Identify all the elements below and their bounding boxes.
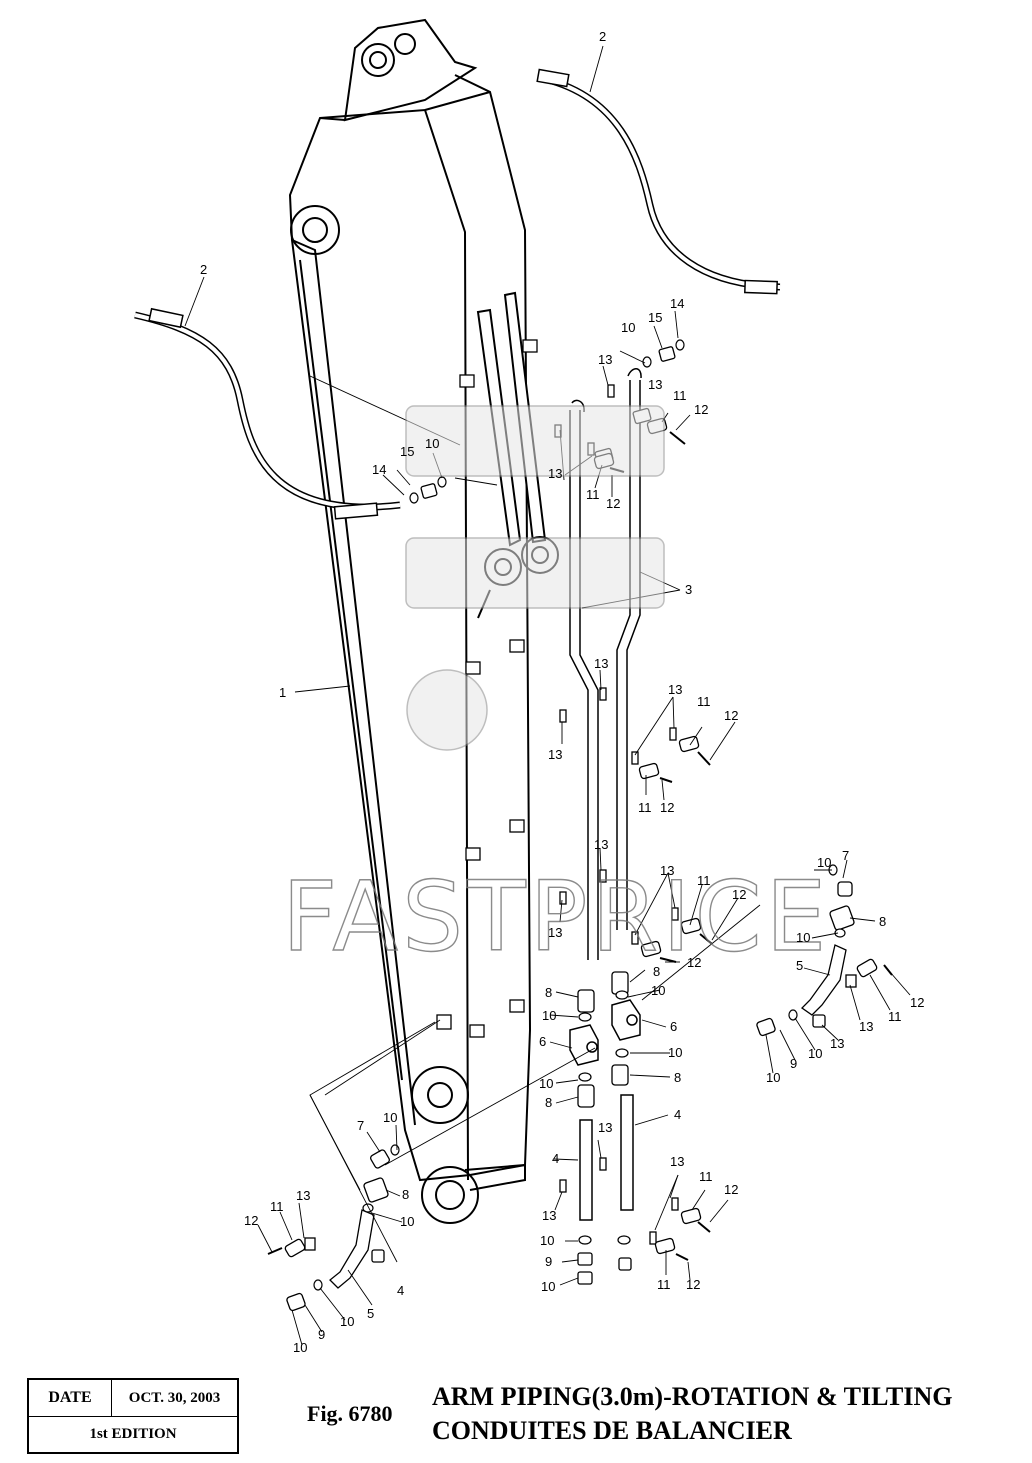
callout-12: 11	[697, 873, 711, 888]
callout-11: 10	[539, 1076, 553, 1091]
callout-12: 11	[673, 388, 687, 403]
callout-9: 9	[318, 1327, 325, 1342]
callout-1: 1	[279, 685, 286, 700]
callouts: 2 2 1 3 10 15 14 13 13 11 12 13 11 12 10…	[200, 29, 924, 1355]
figure-title-en: ARM PIPING(3.0m)-ROTATION & TILTING	[432, 1382, 953, 1411]
callout-9: 9	[790, 1056, 797, 1071]
callout-14: 13	[594, 656, 608, 671]
callout-5: 5	[367, 1306, 374, 1321]
callout-6: 6	[539, 1034, 546, 1049]
callout-13: 12	[694, 402, 708, 417]
callout-2-top: 2	[599, 29, 606, 44]
callout-16: 15	[400, 444, 414, 459]
figure-number: Fig. 6780	[307, 1401, 393, 1426]
figure-title-fr: CONDUITES DE BALANCIER	[432, 1416, 792, 1445]
callout-14: 13	[594, 837, 608, 852]
callout-14: 13	[598, 1120, 612, 1135]
callout-4: 4	[674, 1107, 681, 1122]
callout-2-left: 2	[200, 262, 207, 277]
callout-12: 11	[697, 694, 711, 709]
callout-8: 8	[545, 1095, 552, 1110]
callout-12: 11	[270, 1199, 284, 1214]
date-value: OCT. 30, 2003	[112, 1380, 237, 1417]
callout-6: 6	[670, 1019, 677, 1034]
callout-4: 4	[552, 1151, 559, 1166]
callout-13: 12	[606, 496, 620, 511]
date-label: DATE	[29, 1380, 112, 1417]
edition-label: 1st EDITION	[89, 1426, 177, 1442]
watermark: FASTPRICE	[282, 861, 830, 973]
callout-8: 8	[879, 914, 886, 929]
callout-11: 10	[340, 1314, 354, 1329]
callout-7: 7	[842, 848, 849, 863]
callout-10: 10	[293, 1340, 307, 1355]
callout-11: 10	[542, 1008, 556, 1023]
callout-11: 10	[668, 1045, 682, 1060]
callout-14: 13	[548, 925, 562, 940]
callout-12: 11	[586, 487, 600, 502]
callout-11: 10	[651, 983, 665, 998]
callout-14: 13	[830, 1036, 844, 1051]
callout-11: 10	[817, 855, 831, 870]
leader-lines	[184, 45, 911, 1346]
callout-13: 12	[660, 800, 674, 815]
callout-14: 13	[660, 863, 674, 878]
callout-12: 11	[699, 1169, 713, 1184]
callout-5: 5	[796, 958, 803, 973]
callout-14: 13	[859, 1019, 873, 1034]
callout-12: 11	[657, 1277, 671, 1292]
callout-4: 4	[397, 1283, 404, 1298]
callout-15: 14	[670, 296, 684, 311]
callout-13: 12	[244, 1213, 258, 1228]
callout-10: 10	[541, 1279, 555, 1294]
tubes	[569, 368, 642, 960]
callout-11: 10	[383, 1110, 397, 1125]
callout-12: 11	[888, 1009, 902, 1024]
callout-13: 12	[724, 708, 738, 723]
callout-14: 13	[542, 1208, 556, 1223]
callout-8: 8	[545, 985, 552, 1000]
block	[569, 999, 641, 1066]
callout-3: 3	[685, 582, 692, 597]
callout-11: 10	[400, 1214, 414, 1229]
callout-11: 10	[808, 1046, 822, 1061]
hose-top	[536, 68, 781, 295]
edition-table: DATE OCT. 30, 2003 1st EDITION	[27, 1378, 239, 1454]
callout-14: 13	[668, 682, 682, 697]
callout-13: 12	[687, 955, 701, 970]
callout-13: 12	[686, 1277, 700, 1292]
callout-13: 12	[910, 995, 924, 1010]
arm-body	[288, 18, 559, 1224]
callout-8: 8	[402, 1187, 409, 1202]
callout-7: 7	[357, 1118, 364, 1133]
callout-14: 13	[548, 747, 562, 762]
callout-11: 10	[621, 320, 635, 335]
callout-11: 10	[540, 1233, 554, 1248]
callout-14: 13	[670, 1154, 684, 1169]
callout-8: 8	[653, 964, 660, 979]
callout-14: 13	[296, 1188, 310, 1203]
callout-13: 12	[724, 1182, 738, 1197]
callout-10: 10	[766, 1070, 780, 1085]
callout-13: 12	[732, 887, 746, 902]
hose-short	[579, 1094, 634, 1221]
o-rings	[313, 339, 846, 1291]
hose-left	[134, 307, 401, 520]
callout-11: 10	[425, 436, 439, 451]
callout-11: 10	[796, 930, 810, 945]
callout-14: 13	[648, 377, 662, 392]
callout-15: 14	[372, 462, 386, 477]
callout-14: 13	[548, 466, 562, 481]
overlay-shapes	[405, 405, 665, 751]
bolts	[267, 431, 893, 1261]
callout-9: 9	[545, 1254, 552, 1269]
callout-16: 15	[648, 310, 662, 325]
callout-12: 11	[638, 800, 652, 815]
callout-14: 13	[598, 352, 612, 367]
callout-8: 8	[674, 1070, 681, 1085]
